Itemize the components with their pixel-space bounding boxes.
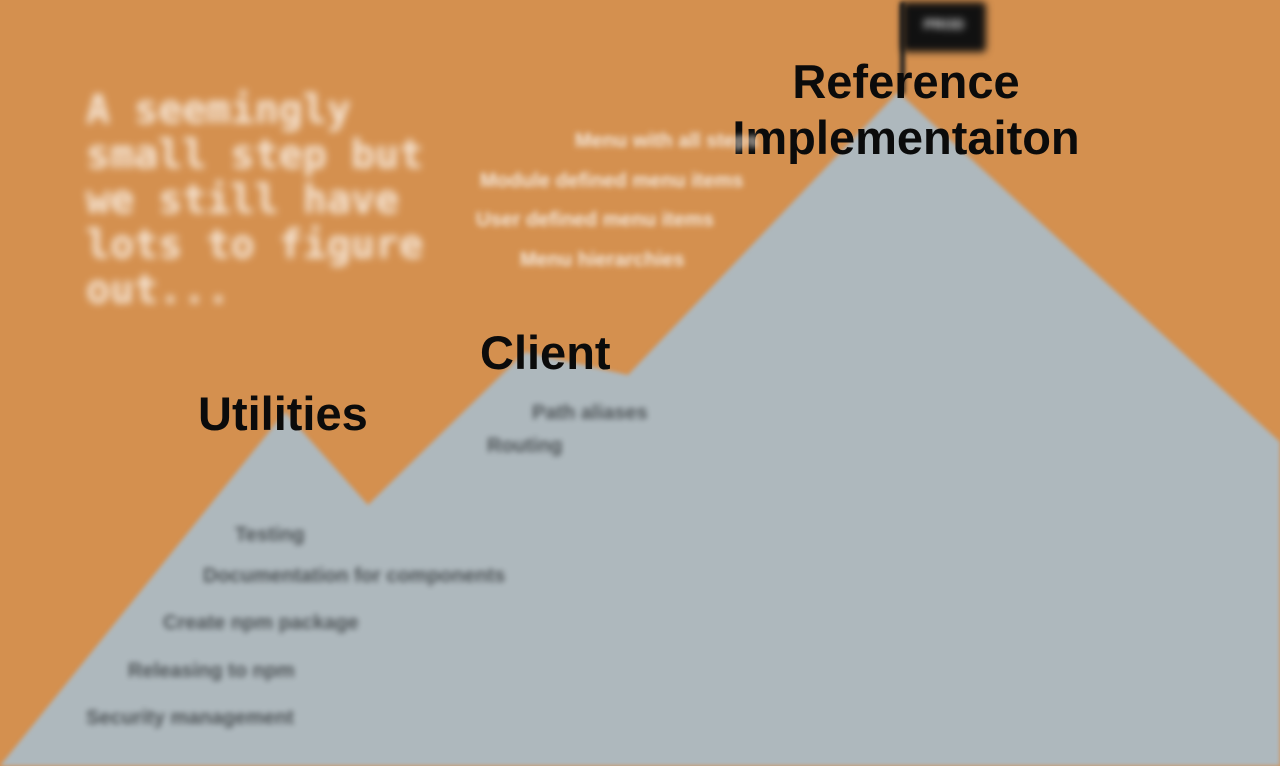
peak-label-client: Client bbox=[480, 326, 611, 379]
peak-label-reference: Reference Implementaiton bbox=[732, 55, 1080, 164]
utility-item-3: Create npm package bbox=[163, 612, 359, 634]
utility-item-5: Security management bbox=[86, 707, 294, 729]
reference-item-2: Module defined menu items bbox=[480, 170, 744, 192]
utility-item-1: Testing bbox=[235, 524, 305, 546]
flag-label: PROD bbox=[923, 16, 965, 32]
reference-item-3: User defined menu items bbox=[476, 209, 714, 231]
peak-label-utilities: Utilities bbox=[198, 387, 368, 440]
mountain-range bbox=[0, 92, 1280, 766]
summit-flag-icon: PROD bbox=[902, 2, 986, 52]
utility-item-2: Documentation for components bbox=[203, 565, 506, 587]
client-item-2: Routing bbox=[487, 435, 563, 457]
reference-item-1: Menu with all steps bbox=[575, 130, 759, 152]
reference-item-4: Menu hierarchies bbox=[520, 249, 685, 271]
headline-text: A seemingly small step but we still have… bbox=[86, 87, 424, 313]
client-item-1: Path aliases bbox=[532, 402, 648, 424]
utility-item-4: Releasing to npm bbox=[128, 660, 295, 682]
